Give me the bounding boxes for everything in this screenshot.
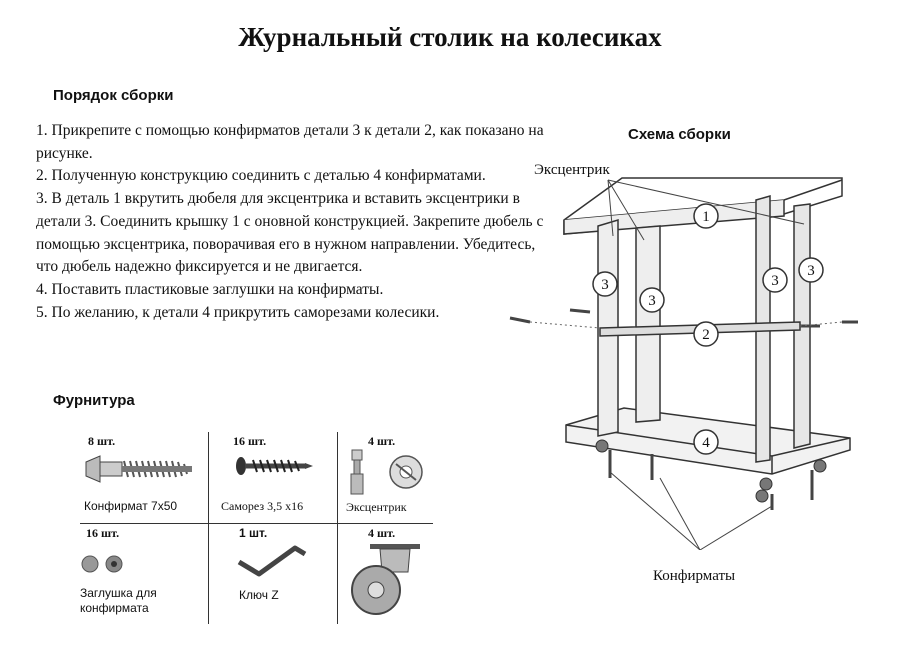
- assembly-step: 3. В деталь 1 вкрутить дюбеля для эксцен…: [36, 190, 544, 276]
- hardware-cell: 16 шт. Заглушка для конфирмата: [80, 523, 209, 624]
- assembly-scheme-heading: Схема сборки: [628, 126, 731, 143]
- hardware-name: Конфирмат 7x50: [84, 499, 178, 513]
- hardware-table: 8 шт. Конфирмат 7x50 16 шт.: [80, 432, 433, 624]
- hardware-qty: 8 шт.: [88, 434, 116, 448]
- part-number-label: 3: [648, 293, 656, 309]
- side-panel: [635, 225, 661, 423]
- wood-screw-icon: [236, 457, 313, 475]
- hardware-cell: 1 шт. Ключ Z: [208, 523, 338, 624]
- part-number-label: 1: [702, 209, 710, 225]
- hardware-qty: 16 шт.: [86, 526, 120, 540]
- hardware-name: Ключ Z: [239, 588, 279, 602]
- caster-wheel-icon: [351, 544, 420, 615]
- hardware-cell: 4 шт. Эксцентрик: [337, 432, 433, 524]
- hardware-qty: 4 шт.: [368, 526, 396, 540]
- assembly-step: 2. Полученную конструкцию соединить с де…: [36, 167, 486, 185]
- hardware-qty: 1 шт.: [239, 526, 268, 540]
- cap-plug-icon: [81, 555, 123, 573]
- hardware-name: Саморез 3,5 x16: [221, 499, 304, 513]
- hardware-cell: 8 шт. Конфирмат 7x50: [80, 432, 209, 524]
- eccentric-label: Эксцентрик: [534, 162, 610, 178]
- assembly-step: 5. По желанию, к детали 4 прикрутить сам…: [36, 303, 440, 321]
- part-number-label: 4: [702, 435, 710, 451]
- part-number-label: 3: [601, 277, 609, 293]
- assembly-steps-heading: Порядок сборки: [53, 87, 174, 104]
- eccentric-icon: [350, 449, 423, 495]
- part-number-label: 3: [807, 263, 815, 279]
- hardware-name: Эксцентрик: [346, 500, 407, 514]
- hardware-cell: 4 шт.: [337, 523, 433, 624]
- assembly-steps-list: 1. Прикрепите с помощью конфирматов дета…: [36, 120, 551, 324]
- hardware-qty: 4 шт.: [368, 434, 396, 448]
- hex-key-icon: [237, 545, 307, 577]
- page-title: Журнальный столик на колесиках: [238, 22, 662, 52]
- part-number-label: 3: [771, 273, 779, 289]
- assembly-step: 4. Поставить пластиковые заглушки на кон…: [36, 280, 384, 298]
- hardware-name: Заглушка для конфирмата: [80, 586, 157, 615]
- assembly-step: 1. Прикрепите с помощью конфирматов дета…: [36, 122, 544, 162]
- part-number-label: 2: [702, 327, 710, 343]
- confirmats-label: Конфирматы: [653, 568, 736, 584]
- hardware-heading: Фурнитура: [53, 392, 135, 409]
- confirmat-screw-icon: [85, 455, 192, 483]
- hardware-cell: 16 шт. Саморез 3,5 x16: [208, 432, 338, 524]
- hardware-qty: 16 шт.: [233, 434, 267, 448]
- assembly-diagram: 1 2 3 3 3 3 4: [509, 177, 858, 550]
